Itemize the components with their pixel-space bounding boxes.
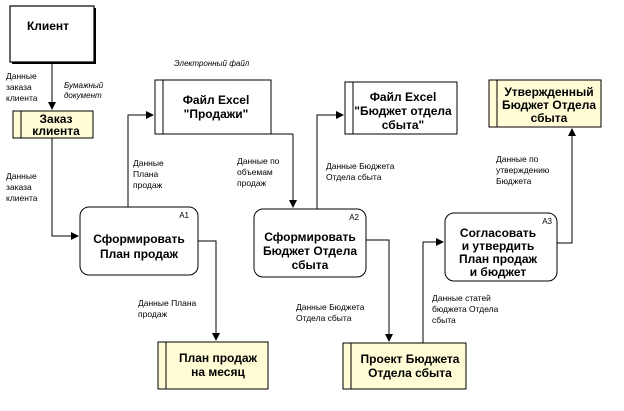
store-excel-budget-label-1: Файл Excel bbox=[370, 90, 437, 104]
external-entity-client[interactable]: Клиент bbox=[9, 5, 96, 64]
store-excel-sales-label-1: Файл Excel bbox=[183, 93, 250, 107]
flow-label-paper-document: Бумажный документ bbox=[64, 81, 104, 100]
svg-text:документ: документ bbox=[64, 91, 102, 100]
svg-text:Отдела сбыта: Отдела сбыта bbox=[326, 172, 382, 182]
svg-text:бюджета Отдела: бюджета Отдела bbox=[432, 304, 499, 314]
process-a2[interactable]: A2 Сформировать Бюджет Отдела сбыта bbox=[253, 208, 367, 278]
svg-text:Данные Бюджета: Данные Бюджета bbox=[326, 161, 395, 171]
process-a2-label-3: сбыта bbox=[292, 258, 329, 272]
svg-text:заказа: заказа bbox=[6, 82, 32, 92]
arrow-a2-to-draft bbox=[366, 239, 393, 342]
process-a3-label-4: и бюджет bbox=[470, 265, 527, 279]
store-draft-budget[interactable]: Проект Бюджета Отдела сбыта bbox=[342, 342, 467, 390]
svg-text:Данные Плана: Данные Плана bbox=[138, 298, 197, 308]
svg-text:клиента: клиента bbox=[6, 93, 38, 103]
store-month-plan-label-1: План продаж bbox=[179, 351, 258, 365]
process-a1-label-2: План продаж bbox=[100, 247, 179, 261]
process-a2-label-1: Сформировать bbox=[264, 230, 355, 244]
process-a1-label-1: Сформировать bbox=[93, 232, 184, 246]
store-order[interactable]: Заказ клиента bbox=[12, 110, 94, 139]
process-a1[interactable]: A1 Сформировать План продаж bbox=[79, 206, 199, 276]
svg-text:Электронный файл: Электронный файл bbox=[174, 59, 250, 68]
svg-text:клиента: клиента bbox=[6, 193, 38, 203]
flow-label-a2-to-draft: Данные Бюджета Отдела сбыта bbox=[296, 302, 365, 323]
process-a3-id: A3 bbox=[542, 217, 552, 226]
arrow-a1-to-excel-sales bbox=[127, 111, 154, 207]
store-draft-label-2: Отдела сбыта bbox=[368, 366, 452, 380]
client-label: Клиент bbox=[27, 19, 69, 33]
arrow-order-to-a1 bbox=[51, 138, 79, 240]
store-approved-budget[interactable]: Утвержденный Бюджет Отдела сбыта bbox=[488, 79, 602, 128]
svg-text:Бумажный: Бумажный bbox=[64, 81, 104, 90]
store-excel-budget-label-2: "Бюджет отдела bbox=[354, 104, 452, 118]
svg-text:Бюджета: Бюджета bbox=[496, 176, 532, 186]
store-approved-label-3: сбыта bbox=[531, 111, 568, 125]
flow-label-sales-to-a2: Данные по объемам продаж bbox=[237, 156, 280, 188]
svg-text:Данные статей: Данные статей bbox=[432, 293, 491, 303]
flow-label-a1-to-sales: Данные Плана продаж bbox=[133, 158, 164, 190]
arrow-a3-to-approved bbox=[557, 128, 576, 244]
process-a3-label-2: и утвердить bbox=[462, 239, 535, 253]
store-excel-sales[interactable]: Файл Excel "Продажи" bbox=[154, 79, 272, 135]
process-a1-id: A1 bbox=[179, 211, 189, 220]
svg-text:продаж: продаж bbox=[138, 309, 168, 319]
svg-text:сбыта: сбыта bbox=[432, 315, 456, 325]
svg-text:продаж: продаж bbox=[133, 180, 163, 190]
store-month-plan[interactable]: План продаж на месяц bbox=[157, 341, 269, 390]
store-order-label-2: клиента bbox=[32, 124, 80, 138]
store-excel-budget[interactable]: Файл Excel "Бюджет отдела сбыта" bbox=[344, 81, 458, 135]
store-order-label-1: Заказ bbox=[40, 112, 73, 126]
svg-text:продаж: продаж bbox=[237, 178, 267, 188]
store-approved-label-1: Утвержденный bbox=[504, 85, 593, 99]
store-draft-label-1: Проект Бюджета bbox=[361, 352, 460, 366]
flow-label-a3-to-approved: Данные по утверждению Бюджета bbox=[496, 154, 550, 186]
svg-text:Данные: Данные bbox=[6, 71, 37, 81]
svg-text:утверждению: утверждению bbox=[496, 165, 550, 175]
process-a3[interactable]: A3 Согласовать и утвердить План продаж и… bbox=[444, 212, 558, 282]
svg-text:Плана: Плана bbox=[133, 169, 158, 179]
flow-label-electronic-file: Электронный файл bbox=[174, 59, 250, 68]
svg-text:Данные по: Данные по bbox=[496, 154, 539, 164]
store-excel-budget-label-3: сбыта" bbox=[382, 118, 424, 132]
svg-text:Данные по: Данные по bbox=[237, 156, 280, 166]
arrow-a1-to-month-plan bbox=[198, 240, 220, 341]
arrow-a2-to-excel-budget bbox=[316, 111, 344, 209]
svg-text:Данные: Данные bbox=[6, 171, 37, 181]
process-a2-id: A2 bbox=[349, 213, 359, 222]
store-approved-label-2: Бюджет Отдела bbox=[502, 98, 596, 112]
process-a3-label-1: Согласовать bbox=[460, 226, 536, 240]
flow-label-a1-to-month: Данные Плана продаж bbox=[138, 298, 197, 319]
svg-text:Данные Бюджета: Данные Бюджета bbox=[296, 302, 365, 312]
store-excel-sales-label-2: "Продажи" bbox=[184, 107, 249, 121]
flow-label-client-to-order: Данные заказа клиента bbox=[6, 71, 38, 103]
store-month-plan-label-2: на месяц bbox=[191, 365, 245, 379]
flow-label-order-to-a1: Данные заказа клиента bbox=[6, 171, 38, 203]
svg-text:объемам: объемам bbox=[237, 167, 273, 177]
svg-text:Данные: Данные bbox=[133, 158, 164, 168]
process-a2-label-2: Бюджет Отдела bbox=[263, 244, 357, 258]
svg-text:заказа: заказа bbox=[6, 182, 32, 192]
flow-arrows bbox=[48, 64, 576, 343]
flow-label-a2-to-excel-budget: Данные Бюджета Отдела сбыта bbox=[326, 161, 395, 182]
arrow-draft-to-a3 bbox=[422, 238, 444, 343]
flow-label-draft-to-a3: Данные статей бюджета Отдела сбыта bbox=[432, 293, 499, 325]
svg-text:Отдела сбыта: Отдела сбыта bbox=[296, 313, 352, 323]
process-a3-label-3: План продаж bbox=[459, 252, 538, 266]
